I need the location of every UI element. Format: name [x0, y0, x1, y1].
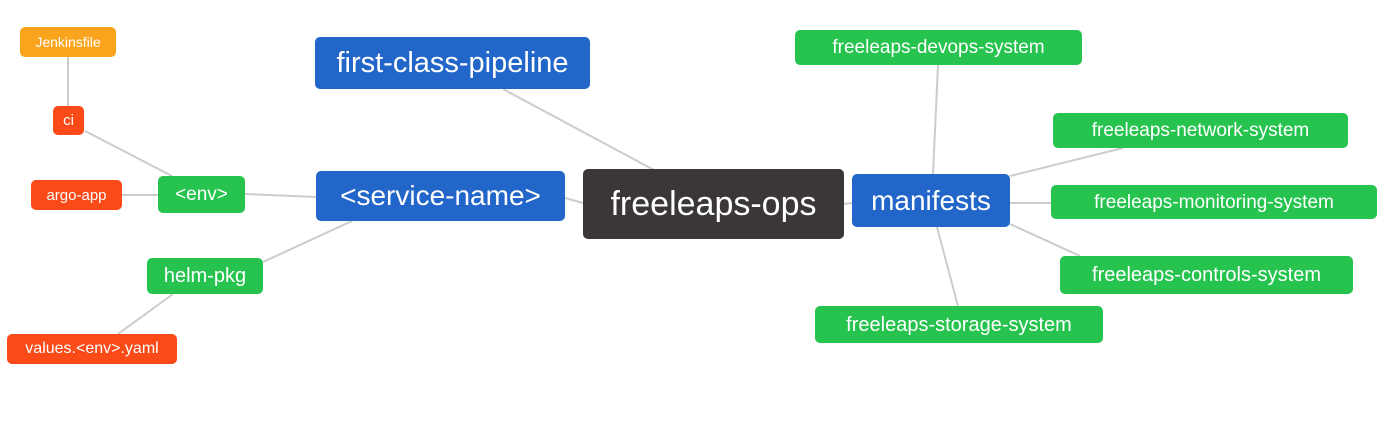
edge-ops-manifests: [843, 202, 853, 205]
node-first-class-pipeline[interactable]: first-class-pipeline: [315, 37, 590, 89]
edge-env-service-name: [244, 193, 317, 198]
edge-manifests-devops-system: [932, 64, 939, 175]
edge-ci-env: [84, 130, 173, 177]
edge-helm-pkg-values-env-yaml: [117, 293, 174, 335]
node-freeleaps-network-system[interactable]: freeleaps-network-system: [1053, 113, 1348, 148]
node-argo-app[interactable]: argo-app: [31, 180, 122, 210]
edge-service-name-helm-pkg: [262, 220, 353, 263]
node-manifests[interactable]: manifests: [852, 174, 1010, 227]
node-freeleaps-storage-system[interactable]: freeleaps-storage-system: [815, 306, 1103, 343]
edge-first-class-pipeline-ops: [502, 88, 655, 171]
node-ci[interactable]: ci: [53, 106, 84, 135]
node-values-env-yaml[interactable]: values.<env>.yaml: [7, 334, 177, 364]
node-jenkinsfile[interactable]: Jenkinsfile: [20, 27, 116, 57]
node-helm-pkg[interactable]: helm-pkg: [147, 258, 263, 294]
edge-manifests-network-system: [1009, 147, 1124, 177]
node-freeleaps-devops-system[interactable]: freeleaps-devops-system: [795, 30, 1082, 65]
node-env[interactable]: <env>: [158, 176, 245, 213]
node-service-name[interactable]: <service-name>: [316, 171, 565, 221]
edge-manifests-storage-system: [936, 226, 959, 307]
node-freeleaps-controls-system[interactable]: freeleaps-controls-system: [1060, 256, 1353, 294]
edge-manifests-controls-system: [1009, 223, 1081, 257]
node-freeleaps-ops-root[interactable]: freeleaps-ops: [583, 169, 844, 239]
edge-service-name-ops: [564, 197, 584, 204]
node-freeleaps-monitoring-system[interactable]: freeleaps-monitoring-system: [1051, 185, 1377, 219]
